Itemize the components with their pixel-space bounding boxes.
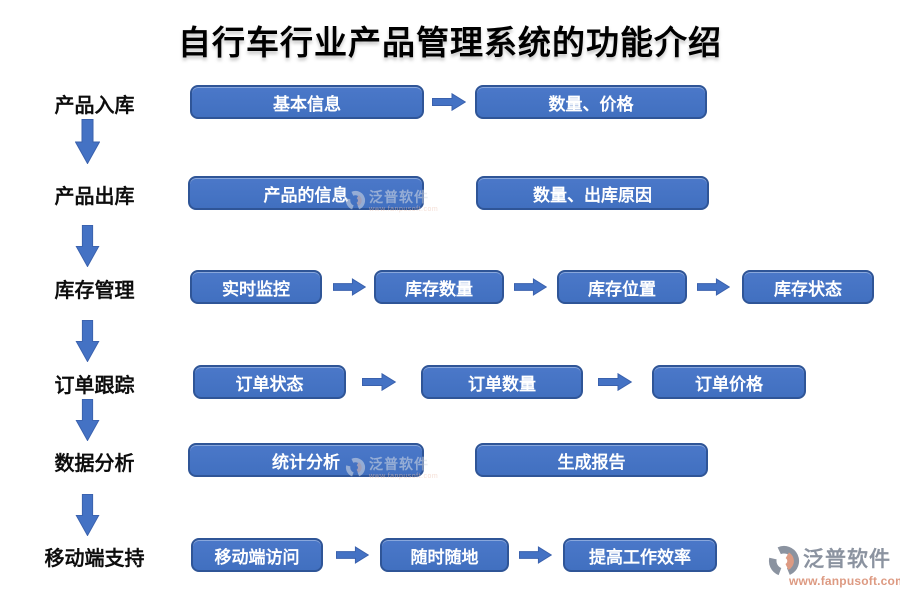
- stage-label-product-outbound: 产品出库: [54, 186, 135, 208]
- flow-box: 数量、出库原因: [476, 176, 709, 210]
- down-arrow-icon: [75, 119, 100, 164]
- stage-label-inventory: 库存管理: [54, 280, 135, 302]
- right-arrow-icon: [598, 373, 633, 391]
- stage-label-product-inbound: 产品入库: [54, 95, 135, 117]
- fanpu-circle-swoosh-icon: [768, 545, 800, 577]
- flow-box: 提高工作效率: [563, 538, 717, 572]
- flow-box: 实时监控: [190, 270, 322, 304]
- right-arrow-icon: [333, 278, 366, 296]
- stage-label-order-tracking: 订单跟踪: [54, 375, 135, 397]
- flow-box: 库存位置: [557, 270, 687, 304]
- right-arrow-icon: [514, 278, 547, 296]
- flow-box: 生成报告: [475, 443, 708, 477]
- flow-box: 订单数量: [421, 365, 583, 399]
- down-arrow-icon: [75, 320, 100, 362]
- right-arrow-icon: [336, 546, 369, 564]
- page-title: 自行车行业产品管理系统的功能介绍: [178, 24, 722, 61]
- right-arrow-icon: [432, 93, 466, 111]
- right-arrow-icon: [519, 546, 552, 564]
- down-arrow-icon: [75, 225, 100, 267]
- flow-box: 统计分析: [188, 443, 424, 477]
- brand-name: 泛普软件: [803, 548, 891, 571]
- down-arrow-icon: [75, 399, 100, 441]
- flow-box: 订单价格: [652, 365, 806, 399]
- stage-label-data-analysis: 数据分析: [54, 453, 135, 475]
- flow-box: 数量、价格: [475, 85, 707, 119]
- flow-box: 库存状态: [742, 270, 874, 304]
- flow-box: 随时随地: [380, 538, 509, 572]
- brand-url: www.fanpusoft.com: [789, 574, 900, 588]
- down-arrow-icon: [75, 494, 100, 536]
- flow-box: 订单状态: [193, 365, 346, 399]
- brand-logo: 泛普软件 www.fanpusoft.com: [768, 545, 900, 587]
- flow-box: 移动端访问: [191, 538, 323, 572]
- stage-label-mobile-support: 移动端支持: [44, 548, 145, 570]
- flow-box: 库存数量: [374, 270, 504, 304]
- right-arrow-icon: [697, 278, 730, 296]
- right-arrow-icon: [362, 373, 397, 391]
- flow-box: 产品的信息: [188, 176, 424, 210]
- flow-box: 基本信息: [190, 85, 424, 119]
